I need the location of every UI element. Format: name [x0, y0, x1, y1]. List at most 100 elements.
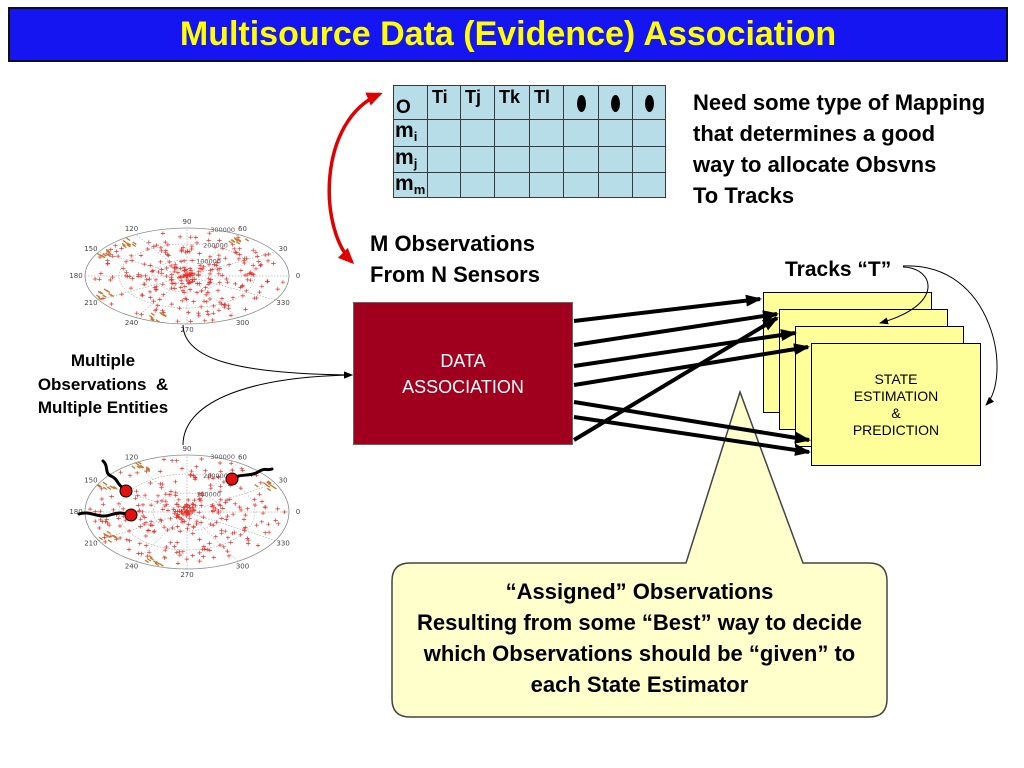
polar-spoke	[98, 483, 276, 541]
dot-icon	[611, 95, 620, 113]
matrix-cell	[529, 119, 564, 147]
polar-ring	[118, 243, 256, 309]
angle-label: 90	[183, 445, 192, 453]
target-track	[230, 467, 274, 481]
observations-note-line: From N Sensors	[370, 262, 540, 287]
polar-spoke	[135, 462, 239, 562]
data-association-line: ASSOCIATION	[402, 376, 524, 397]
matrix-cell	[427, 172, 461, 198]
matrix-cell	[598, 119, 633, 147]
angle-label: 150	[84, 477, 97, 485]
matrix-header-row: O Ti Tj Tk Tl	[393, 85, 666, 120]
mapping-note-line: way to allocate Obsvns	[693, 152, 937, 177]
observation-track-matrix: O Ti Tj Tk Tl mi mj mm	[393, 85, 666, 198]
angle-label: 300	[236, 319, 249, 327]
angle-label: 90	[183, 218, 192, 226]
angle-label: 180	[69, 272, 82, 280]
angle-label: 120	[125, 225, 138, 233]
state-box-line: STATE	[874, 370, 918, 387]
matrix-cell	[460, 119, 495, 147]
observation-row-label: mi	[393, 119, 428, 147]
ellipsis-column-header	[598, 85, 633, 120]
polar-spoke	[98, 483, 276, 541]
radius-label: 300000	[210, 453, 235, 461]
matrix-cell	[632, 119, 666, 147]
angle-label: 270	[180, 326, 193, 334]
assignment-arrow	[573, 329, 797, 368]
polar-plot-entities: 0306090120150180210240270300330100000200…	[69, 445, 300, 579]
sensor-cluster-marks	[95, 237, 250, 323]
angle-label: 30	[279, 477, 288, 485]
mapping-note: Need some type of Mapping that determine…	[693, 87, 985, 211]
track-column-header: Tk	[494, 85, 530, 120]
angle-label: 210	[84, 540, 97, 548]
angle-label: 330	[276, 540, 289, 548]
matrix-cell	[494, 119, 530, 147]
state-box-line: PREDICTION	[852, 421, 940, 438]
sensor-cluster-marks	[96, 461, 277, 567]
observation-crosses	[92, 231, 286, 324]
polar-ring	[84, 454, 290, 570]
polar-ring	[84, 227, 290, 325]
matrix-cell	[632, 172, 666, 198]
row-label-subscript: i	[413, 129, 418, 144]
dot-icon	[644, 95, 654, 113]
callout-line: Resulting from some “Best” way to decide	[417, 610, 862, 635]
observation-crosses	[87, 457, 287, 566]
observation-flow-arrow	[182, 324, 353, 379]
angle-label: 120	[125, 453, 138, 461]
angle-label: 240	[125, 563, 138, 571]
mapping-note-line: Need some type of Mapping	[693, 90, 986, 115]
observations-note-line: M Observations	[370, 231, 536, 256]
observations-note: M Observations From N Sensors	[370, 228, 540, 290]
polar-spoke	[98, 251, 276, 301]
angle-label: 30	[279, 245, 288, 253]
matrix-cell	[529, 146, 564, 173]
matrix-row: mj	[393, 146, 666, 173]
target-marker	[119, 484, 133, 498]
polar-spoke	[135, 462, 239, 562]
radius-label: 200000	[203, 242, 228, 250]
observation-row-label: mm	[393, 172, 428, 198]
matrix-cell	[632, 146, 666, 173]
target-tracks	[77, 459, 274, 522]
mapping-note-line: that determines a good	[693, 121, 936, 146]
matrix-row: mi	[393, 119, 666, 147]
target-track	[101, 459, 124, 489]
ellipsis-column-header	[632, 85, 666, 120]
entities-label-line: Observations &	[37, 374, 169, 394]
entities-label-line: Multiple	[70, 351, 136, 370]
matrix-cell	[460, 172, 495, 198]
mapping-note-line: To Tracks	[693, 183, 795, 208]
tracks-label: Tracks “T”	[785, 258, 892, 281]
row-label-subscript: m	[413, 182, 426, 197]
matrix-cell	[427, 146, 461, 173]
row-label-base: m	[395, 172, 414, 195]
angle-label: 270	[180, 571, 193, 579]
polar-spoke	[135, 234, 239, 318]
matrix-cell	[494, 146, 530, 173]
polar-spoke	[135, 234, 239, 318]
polar-ring	[152, 492, 222, 532]
observations-corner-label: O	[393, 85, 428, 120]
data-association-box: DATA ASSOCIATION	[353, 302, 573, 445]
radius-label: 300000	[210, 226, 235, 234]
matrix-cell	[529, 172, 564, 198]
target-track	[77, 511, 133, 518]
callout-line: which Observations should be “given” to	[423, 641, 856, 666]
angle-label: 60	[238, 225, 247, 233]
state-box-line: ESTIMATION	[853, 387, 939, 404]
angle-label: 180	[69, 508, 82, 516]
entities-label-line: Multiple Entities	[37, 398, 169, 417]
matrix-cell	[427, 119, 461, 147]
dot-icon	[576, 95, 586, 113]
matrix-cell	[460, 146, 495, 173]
polar-ring	[152, 259, 222, 293]
matrix-cell	[563, 146, 599, 173]
slide-title: Multisource Data (Evidence) Association	[8, 7, 1008, 62]
polar-ring	[118, 473, 256, 551]
matrix-cell	[563, 172, 599, 198]
target-marker	[124, 508, 138, 522]
polar-spoke	[98, 251, 276, 301]
track-column-header: Tj	[460, 85, 495, 120]
